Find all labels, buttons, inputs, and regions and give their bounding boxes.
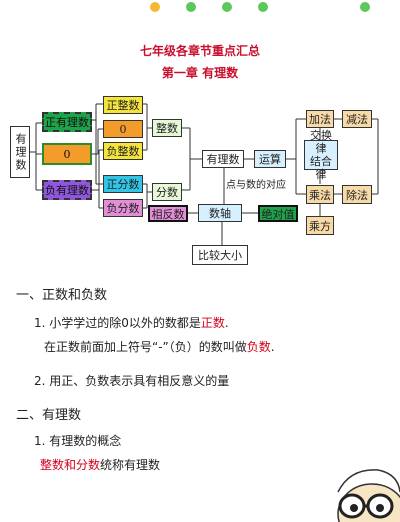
node-fu-fenshu: 负分数	[103, 199, 143, 217]
cartoon-character-illustration	[337, 469, 400, 522]
item-1-line2: 在正数前面加上符号“-”（负）的数叫做负数.	[44, 338, 275, 355]
node-chengfang: 乘方	[306, 216, 334, 235]
term-fushu: 负数	[246, 340, 271, 354]
node-youlishu-center: 有理数	[202, 150, 244, 168]
node-zhengshu: 整数	[152, 119, 182, 137]
node-fenshu: 分数	[152, 183, 182, 201]
item-youlishu-concept: 1. 有理数的概念	[34, 434, 122, 448]
node-yunsuan: 运算	[254, 150, 286, 168]
chapter-subtitle: 第一章 有理数	[161, 66, 239, 80]
node-fu-zhengshu: 负整数	[103, 142, 143, 160]
section-heading-1: 一、正数和负数	[16, 288, 108, 303]
node-jianfa: 减法	[342, 110, 372, 128]
label-dian-yu-shu: 点与数的对应	[226, 180, 286, 191]
deco-dot	[258, 2, 268, 12]
node-zheng-youlishu: 正有理数	[42, 112, 92, 132]
label-jiaohuanlv: 交换律	[310, 129, 332, 155]
node-youlishu-left: 有理数	[10, 126, 30, 178]
item-1-line1-post: .	[224, 316, 229, 330]
item-youlishu-def-post: 统称有理数	[100, 458, 161, 472]
item-2: 2. 用正、负数表示具有相反意义的量	[34, 374, 230, 388]
item-1-line1-pre: 1. 小学学过的除0以外的数都是	[34, 316, 201, 330]
node-zero-int: 0	[103, 120, 143, 138]
node-jueduizhi: 绝对值	[258, 205, 298, 222]
page-title: 七年级各章节重点汇总	[139, 44, 260, 58]
item-1-line2-pre: 在正数前面加上符号“-”（负）的数叫做	[44, 340, 247, 354]
node-chufa: 除法	[342, 185, 372, 204]
item-1-line2-post: .	[270, 340, 275, 354]
top-decoration	[0, 0, 400, 24]
node-fu-youlishu: 负有理数	[42, 180, 92, 200]
deco-dot	[222, 2, 232, 12]
section-heading-2: 二、有理数	[16, 408, 82, 423]
node-zero-mid: 0	[42, 143, 92, 165]
item-youlishu-def: 整数和分数统称有理数	[40, 456, 160, 473]
node-xiangfanshu: 相反数	[148, 205, 188, 222]
term-zhengshu: 正数	[200, 316, 225, 330]
node-shuzhou: 数轴	[198, 204, 242, 222]
node-bijiao: 比较大小	[192, 245, 248, 265]
diagram-connectors	[30, 103, 379, 245]
label-jiehelv: 结合律	[310, 155, 332, 181]
node-zheng-zhengshu: 正整数	[103, 96, 143, 114]
deco-dot	[150, 2, 160, 12]
node-jiaohuan-jiehe: 交换律 结合律	[304, 129, 338, 181]
node-chengfa: 乘法	[306, 185, 334, 204]
node-jiafa: 加法	[306, 110, 334, 128]
term-zhengshu-fenshu: 整数和分数	[40, 458, 101, 472]
deco-dot	[360, 2, 370, 12]
item-1-line1: 1. 小学学过的除0以外的数都是正数.	[34, 314, 229, 331]
node-zheng-fenshu: 正分数	[103, 175, 143, 193]
deco-dot	[186, 2, 196, 12]
